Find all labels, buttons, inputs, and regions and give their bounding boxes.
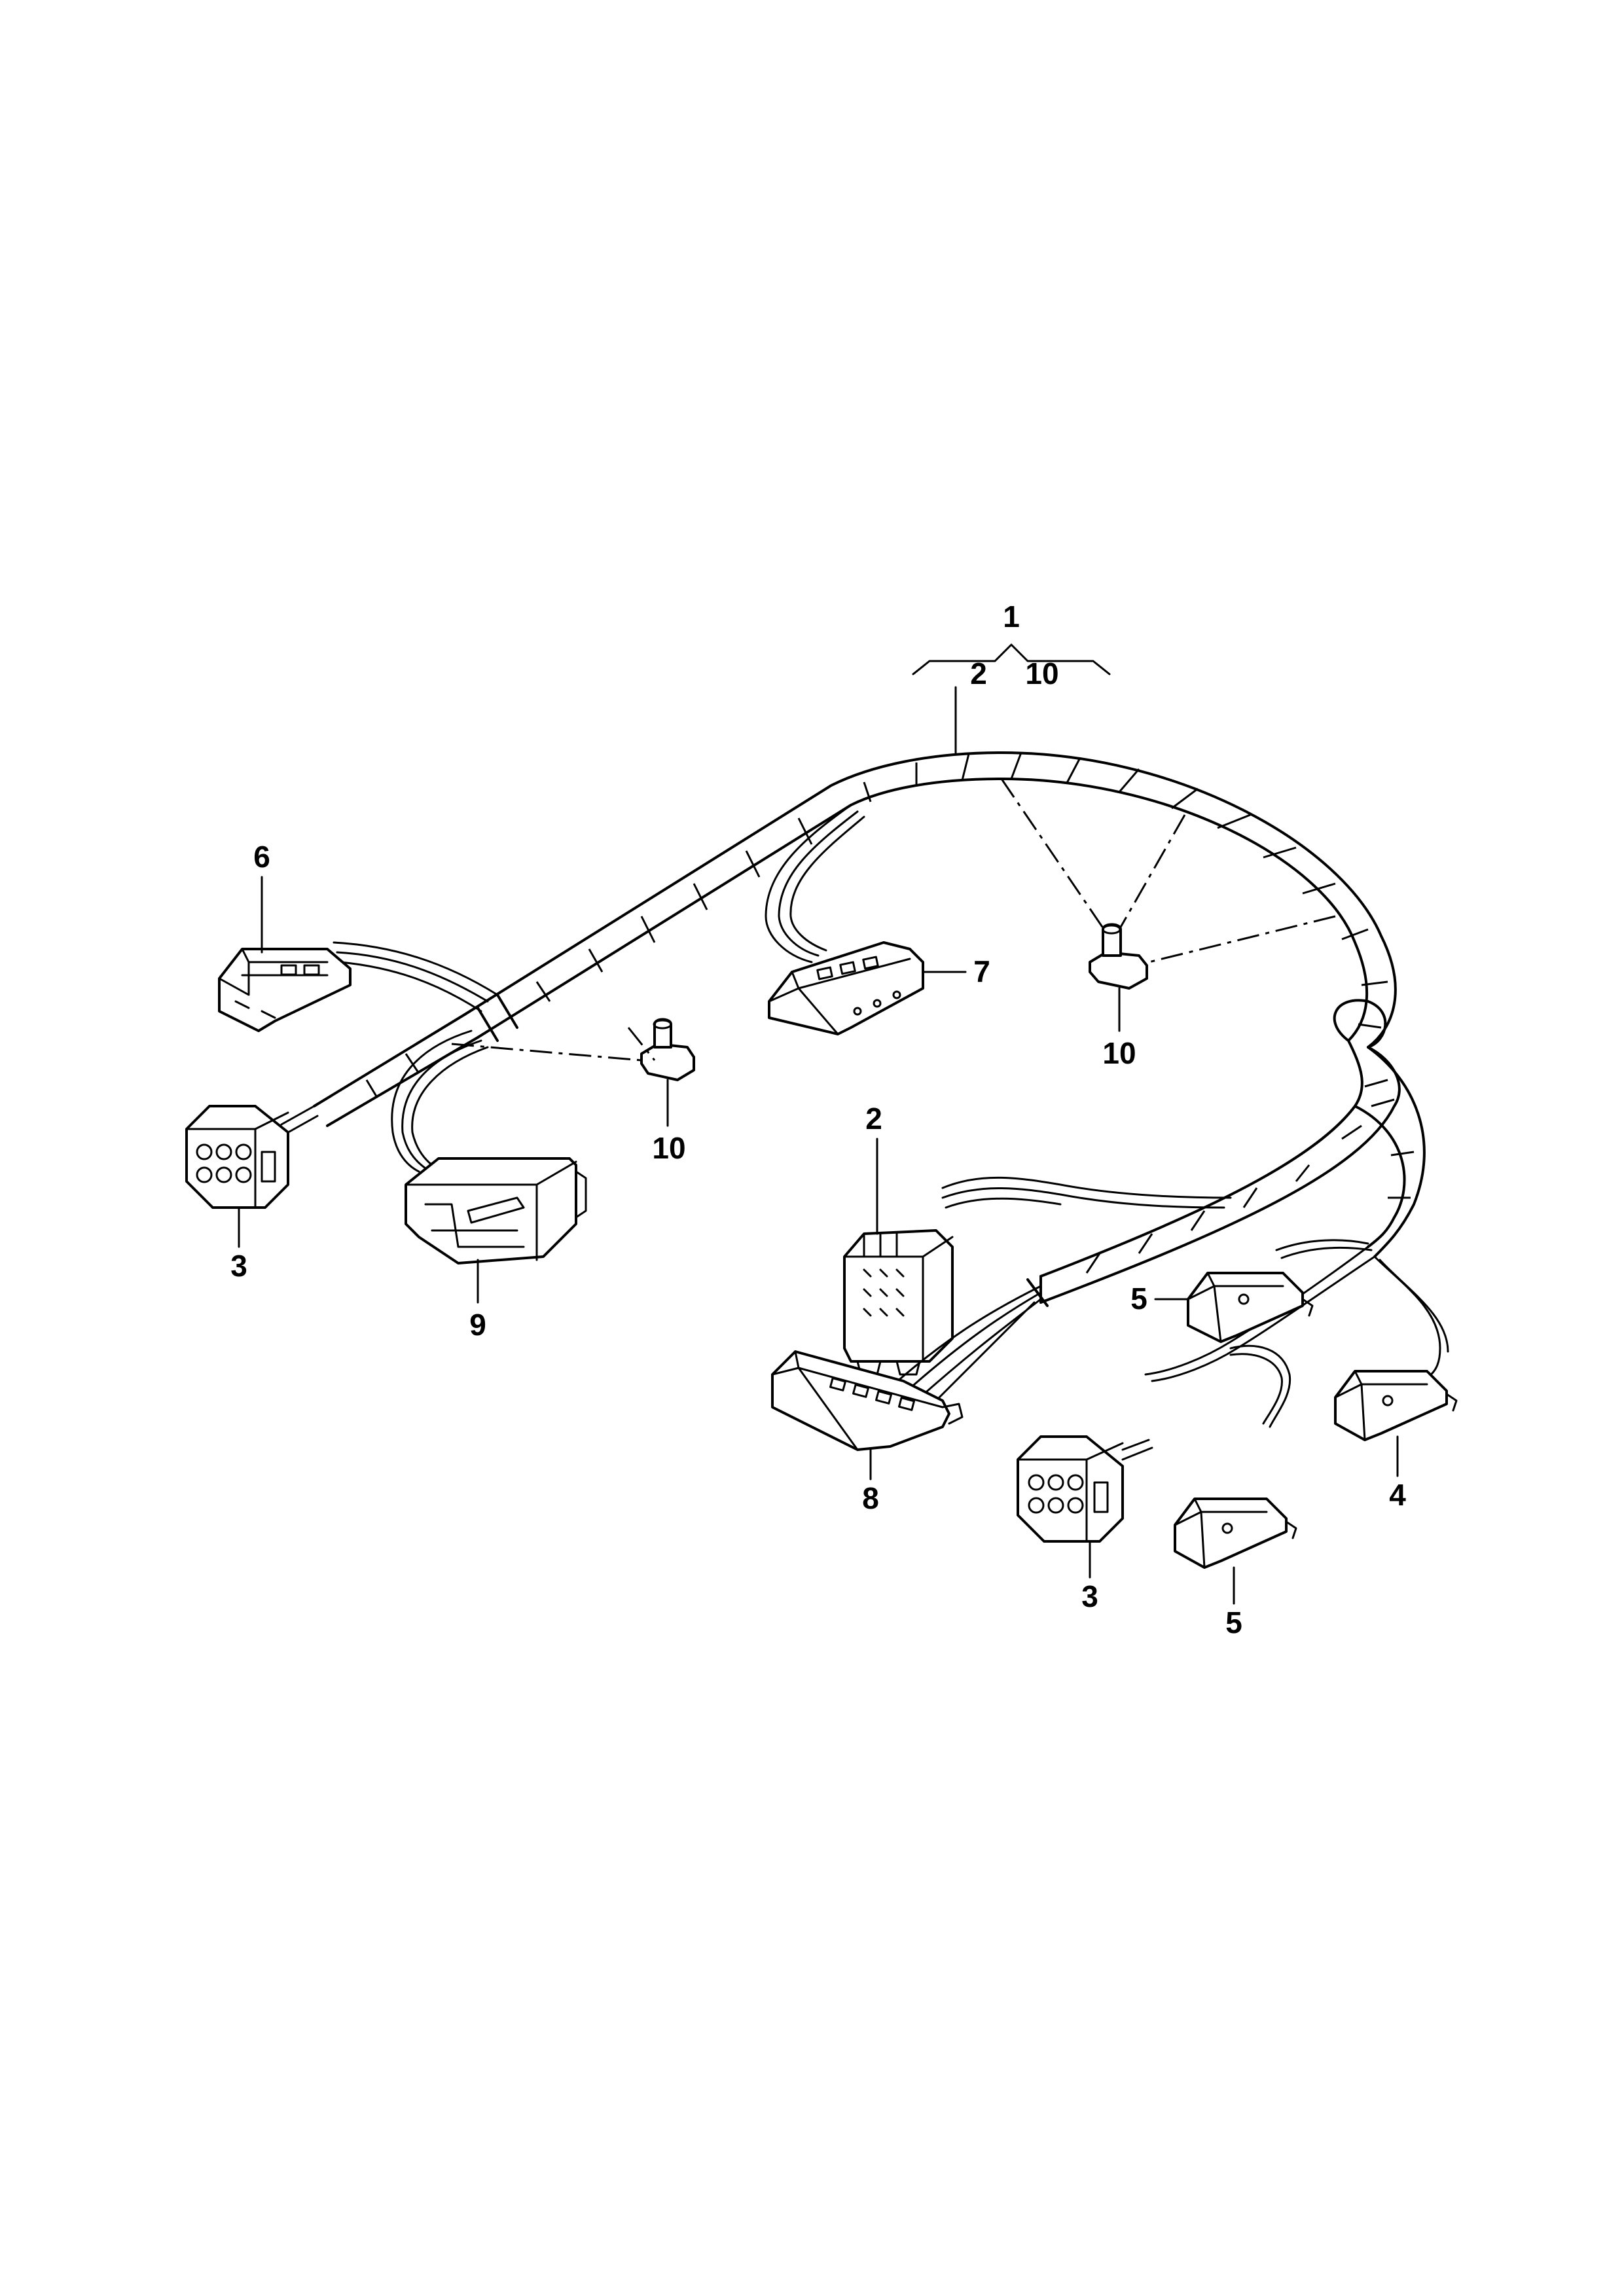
- callout-9: 9: [469, 1308, 486, 1342]
- connector-6: [218, 948, 352, 1032]
- callout-5-lower: 5: [1225, 1605, 1242, 1640]
- wire-to-connector-9: [391, 1030, 489, 1173]
- connector-4: [1334, 1370, 1458, 1441]
- clip-leader-lines: [451, 778, 1336, 1062]
- callout-leaders: [238, 643, 1399, 1605]
- callout-5-upper: 5: [1130, 1282, 1147, 1316]
- callout-10-center: 10: [652, 1131, 685, 1165]
- callout-10-group: 10: [1025, 656, 1058, 691]
- connector-9: [405, 1157, 587, 1265]
- connector-8: [771, 1350, 964, 1451]
- clip-10-right: [1089, 923, 1148, 990]
- callout-labels: 1 2 10 6 7 10 10 2 3 9 5 8 4 3 5: [230, 600, 1406, 1640]
- wire-to-connector-8: [889, 1275, 1049, 1408]
- wire-to-connector-2: [941, 1176, 1232, 1209]
- connector-3-left: [185, 1105, 289, 1209]
- connector-2: [843, 1229, 954, 1376]
- wire-to-connector-3-left: [280, 1105, 319, 1136]
- callout-3-left: 3: [230, 1249, 247, 1283]
- callout-6: 6: [253, 840, 270, 874]
- main-harness-trunk: [313, 751, 1426, 1304]
- callout-1: 1: [1003, 600, 1020, 634]
- right-branch-wires: [1144, 1239, 1449, 1428]
- connector-7: [768, 941, 924, 1035]
- clip-10-center: [640, 1018, 695, 1081]
- callout-2-group: 2: [970, 656, 987, 691]
- callout-2: 2: [865, 1102, 882, 1136]
- callout-7: 7: [973, 954, 990, 988]
- callout-8: 8: [862, 1481, 879, 1515]
- wire-to-connector-7: [765, 804, 865, 963]
- callout-4: 4: [1389, 1478, 1406, 1512]
- connector-5-upper: [1187, 1272, 1314, 1343]
- wire-to-connector-6: [333, 941, 499, 1013]
- callout-10-right: 10: [1102, 1036, 1136, 1070]
- connector-3-right: [1017, 1435, 1153, 1543]
- connector-5-lower: [1174, 1498, 1297, 1569]
- callout-3-right: 3: [1081, 1579, 1098, 1613]
